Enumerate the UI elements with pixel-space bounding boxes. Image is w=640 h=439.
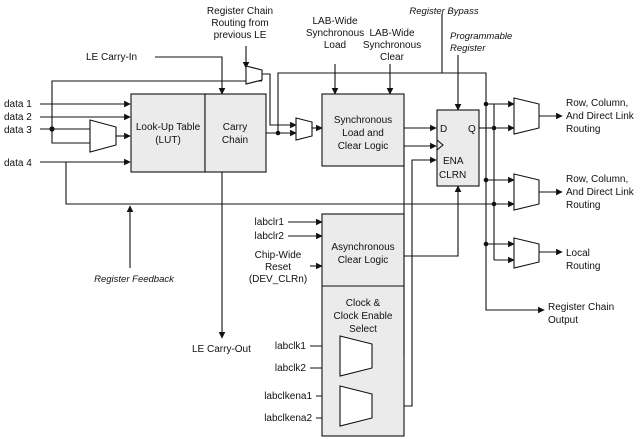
output-row2-label-2: And Direct Link (566, 187, 635, 198)
register-d-label: D (440, 124, 447, 135)
lab-sync-load-label-2: Synchronous (306, 28, 364, 39)
sync-input-mux (295, 117, 313, 141)
data1-label: data 1 (4, 99, 32, 110)
programmable-register-label-2: Register (450, 43, 486, 54)
register-chain-routing-label-2: Routing from (211, 18, 268, 29)
output-local-label-2: Routing (566, 261, 600, 272)
output-mux-3 (513, 237, 540, 269)
junction-out-d (491, 201, 497, 207)
junction-lut-out (275, 130, 281, 136)
wire-chain-out (485, 304, 545, 314)
lut-label-1: Look-Up Table (136, 122, 201, 133)
lut-block (130, 93, 206, 173)
clock-select-label-2: Clock Enable (334, 311, 393, 322)
programmable-register-label-1: Programmable (450, 31, 512, 42)
output-row1-label-1: Row, Column, (566, 98, 628, 109)
sync-logic-label-2: Load and (342, 128, 384, 139)
chip-reset-label-1: Chip-Wide (255, 250, 302, 261)
chip-reset-label-2: Reset (265, 262, 291, 273)
junction-out-c (483, 177, 489, 183)
output-local-label-1: Local (566, 248, 590, 259)
junction-out-e (483, 241, 489, 247)
register-q-label: Q (468, 124, 476, 135)
lab-sync-load-label-1: LAB-Wide (312, 16, 357, 27)
carry-chain-label-1: Carry (223, 122, 247, 133)
labclkena1-label: labclkena1 (264, 391, 312, 402)
register-block (436, 109, 480, 187)
register-chain-mux (245, 65, 263, 85)
output-row1-label-2: And Direct Link (566, 111, 635, 122)
output-chain-label-2: Output (548, 315, 578, 326)
lut-label-2: (LUT) (155, 135, 181, 146)
labclkena2-label: labclkena2 (264, 413, 312, 424)
junction-data3 (49, 126, 55, 132)
sync-logic-label-1: Synchronous (334, 115, 392, 126)
register-chain-routing-label-1: Register Chain (207, 6, 273, 17)
wire-clr-to-register (404, 185, 462, 257)
junction-out-a (483, 101, 489, 107)
clock-mux (339, 335, 373, 377)
register-bypass-label: Register Bypass (409, 6, 478, 17)
register-clock-triangle (436, 139, 444, 151)
wire-lut-out-up (277, 72, 487, 133)
labclr1-label: labclr1 (255, 217, 285, 228)
output-row2-label-1: Row, Column, (566, 174, 628, 185)
lab-sync-load-label-3: Load (324, 40, 346, 51)
sync-logic-block (321, 93, 405, 167)
data3-label: data 3 (4, 125, 32, 136)
junction-dots (49, 101, 497, 247)
junction-out-b (491, 125, 497, 131)
output-row1-label-3: Routing (566, 124, 600, 135)
lab-sync-clear-label-3: Clear (380, 52, 405, 63)
output-mux-1 (513, 97, 540, 135)
labclk2-label: labclk2 (275, 363, 307, 374)
async-clear-label-1: Asynchronous (331, 242, 394, 253)
register-ena-label: ENA (443, 156, 464, 167)
register-feedback-label: Register Feedback (94, 274, 175, 285)
async-clear-label-2: Clear Logic (338, 255, 389, 266)
register-chain-routing-label-3: previous LE (214, 30, 267, 41)
lab-sync-clear-label-1: LAB-Wide (369, 28, 414, 39)
clock-enable-mux (339, 385, 373, 427)
output-mux-2 (513, 173, 540, 211)
data2-label: data 2 (4, 112, 32, 123)
wires (40, 14, 563, 422)
data4-label: data 4 (4, 158, 32, 169)
wire-data3-branch (51, 80, 262, 129)
output-row2-label-3: Routing (566, 200, 600, 211)
le-carry-out-label: LE Carry-Out (192, 344, 251, 355)
labclk1-label: labclk1 (275, 341, 307, 352)
wire-data3-down (51, 129, 90, 144)
carry-chain-block (204, 93, 267, 173)
lut-input-mux (89, 119, 117, 153)
lab-sync-clear-label-2: Synchronous (363, 40, 421, 51)
labclr2-label: labclr2 (255, 231, 285, 242)
sync-logic-label-3: Clear Logic (338, 141, 389, 152)
wire-register-feedback (65, 162, 494, 205)
le-carry-in-label: LE Carry-In (86, 52, 137, 63)
carry-chain-label-2: Chain (222, 135, 248, 146)
clock-select-label-1: Clock & (346, 298, 381, 309)
register-clrn-label: CLRN (439, 170, 466, 181)
chip-reset-label-3: (DEV_CLRn) (249, 274, 307, 285)
clock-select-label-3: Select (349, 324, 377, 335)
wire-carry-in (155, 56, 226, 95)
wire-chain-mux-out (262, 73, 297, 129)
output-chain-label-1: Register Chain (548, 302, 614, 313)
